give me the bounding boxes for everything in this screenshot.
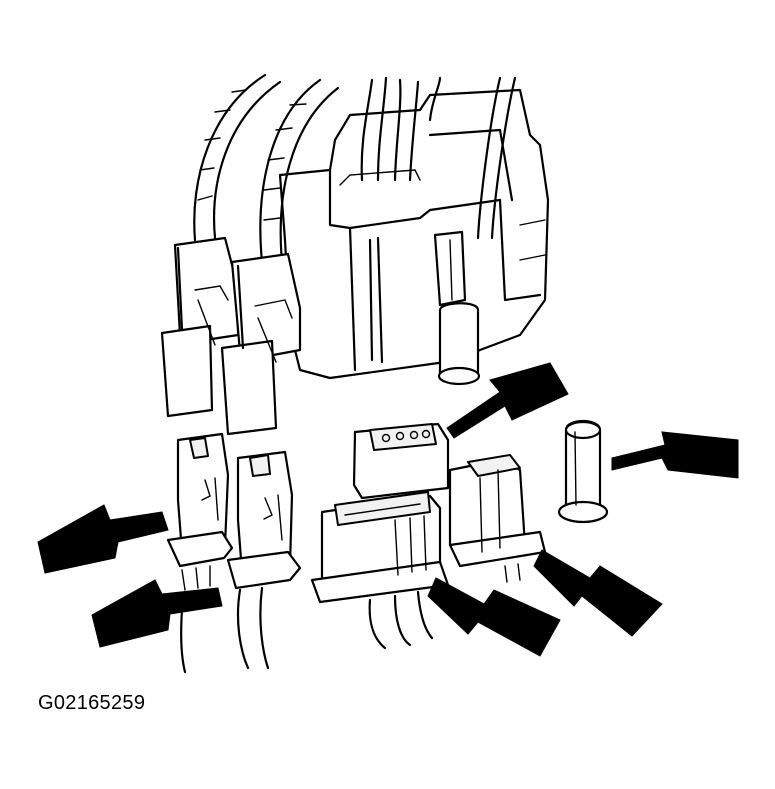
lower-pin (557, 419, 609, 524)
lower-connector-3 (352, 422, 450, 500)
arrow-1 (37, 504, 169, 574)
lower-connector-5 (448, 454, 547, 583)
upper-connector-right (220, 252, 302, 436)
upper-plug (433, 230, 481, 386)
lower-connector-2 (180, 450, 302, 674)
upper-connector-left (160, 236, 240, 418)
arrow-2 (91, 579, 223, 648)
arrow-5 (533, 549, 663, 637)
lower-connector-4 (310, 491, 450, 650)
arrow-6 (427, 577, 561, 657)
figure-id-label: G02165259 (38, 692, 146, 714)
lower-connector-1 (166, 432, 234, 591)
arrow-3 (446, 362, 569, 439)
upper-module (278, 88, 550, 380)
upper-cables (193, 73, 517, 264)
arrow-4 (611, 431, 739, 479)
